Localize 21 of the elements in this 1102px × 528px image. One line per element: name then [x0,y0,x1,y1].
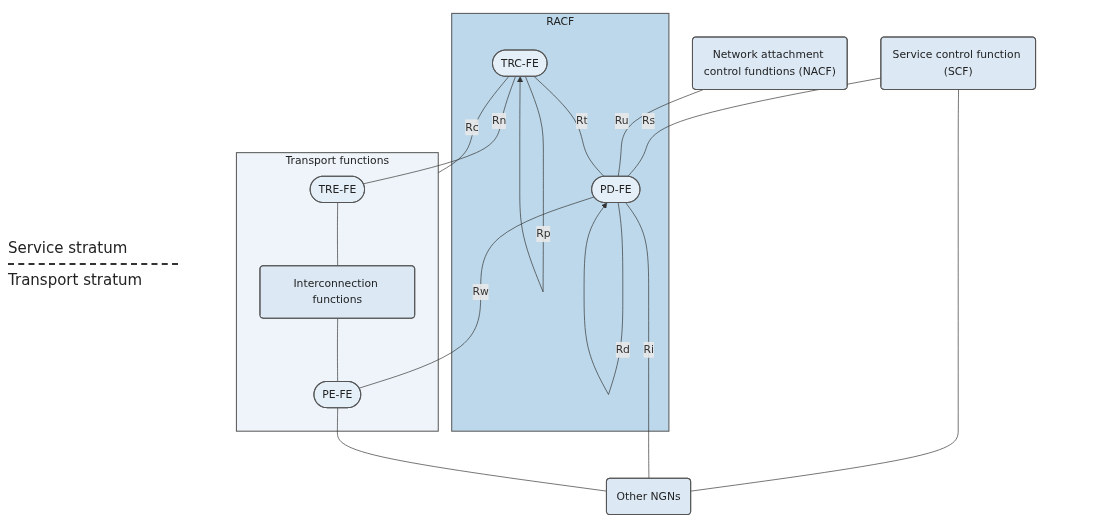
connector [437,75,510,174]
edge-label: Ri [643,343,654,356]
edge-label: Rs [641,114,656,128]
connector [617,89,704,177]
edge-label: Rt [576,114,588,128]
connector [625,202,650,479]
edge-label: Ru [614,114,629,128]
edge-label: Rc [465,120,479,134]
edge-label: Rn [492,114,507,128]
stratum-label: Service stratum [8,239,129,257]
connector [358,196,595,389]
edge-label: Rw [472,285,489,298]
edge-label: Rd [615,343,630,356]
stratum-label: Transport stratum [8,271,144,289]
connector [690,89,959,492]
connector [337,202,338,267]
connector [337,318,338,383]
arrow [517,76,544,293]
connector [363,76,516,185]
edge-label: Rp [536,227,551,241]
connector [533,76,605,177]
